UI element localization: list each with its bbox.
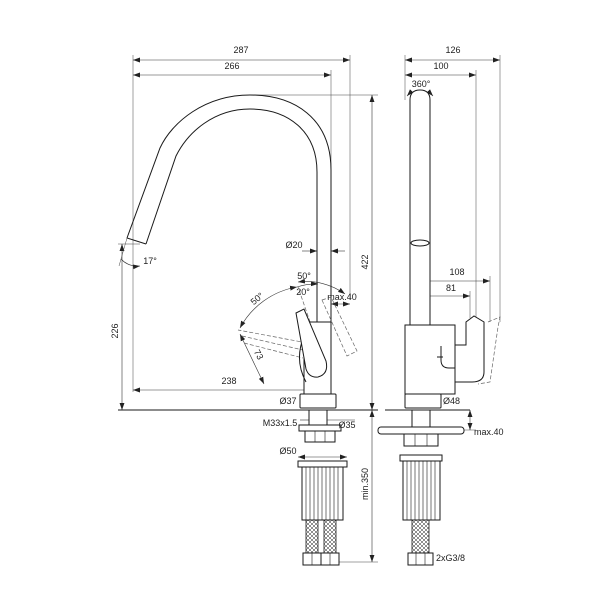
front-mounting-plate: [377, 426, 465, 435]
angle-20-label: 20°: [296, 287, 310, 297]
front-handle-lever: [454, 315, 485, 383]
front-threaded-sleeve: [402, 460, 441, 521]
dim-81-label: 81: [446, 283, 456, 293]
arc-50-degrees-top: [297, 278, 346, 295]
front-shank: [411, 409, 431, 428]
front-mixer-body: [404, 324, 456, 395]
arc-17-degrees: [120, 258, 141, 270]
front-labels: 126 100 360° 108 81 Ø48 max.40 2xG3/8: [412, 45, 504, 563]
side-spout: [126, 94, 332, 322]
front-supply-hose: [411, 519, 430, 554]
dim-d48-label: Ø48: [443, 396, 460, 406]
dim-d37-label: Ø37: [279, 396, 296, 406]
max-40-front-label: max.40: [474, 427, 504, 437]
dim-126-label: 126: [445, 45, 460, 55]
handle-position-lowered-upper: [241, 335, 304, 351]
handle-position-lowered-lower: [243, 342, 304, 359]
front-hose-nut: [407, 552, 434, 566]
supply-hose-left: [305, 519, 319, 554]
dim-d35-label: Ø35: [338, 420, 355, 430]
min-350-label: min.350: [360, 468, 370, 500]
fixing-nut: [304, 430, 336, 443]
spout-outer-edge: [126, 94, 332, 322]
dim-226-label: 226: [110, 323, 120, 338]
hose-thread-label: 2xG3/8: [436, 553, 465, 563]
front-fixing-set: [377, 409, 465, 566]
supply-hose-right: [323, 519, 337, 554]
angle-50-top-label: 50°: [297, 271, 311, 281]
dim-100-label: 100: [433, 61, 448, 71]
max-40-side-label: max.40: [327, 292, 357, 302]
front-view: 126 100 360° 108 81 Ø48 max.40 2xG3/8: [377, 45, 504, 566]
front-handle-open-position: [477, 316, 501, 385]
spout-outlet-face: [126, 237, 147, 245]
front-support-plate: [399, 454, 443, 462]
angle-360-label: 360°: [412, 79, 431, 89]
side-fixing-set: [297, 409, 348, 566]
front-base-flange: [404, 393, 442, 409]
side-dimension-lines: [118, 57, 375, 562]
dim-238-label: 238: [221, 376, 236, 386]
dim-line-73: [239, 333, 265, 385]
handle-position-back: [321, 296, 358, 357]
body-cut-detail: [440, 346, 455, 369]
side-view: 287 266 Ø20 17° 50° 20° max.40 50° 422 2…: [110, 45, 378, 566]
angle-17-label: 17°: [143, 256, 157, 266]
dim-266-label: 266: [224, 61, 239, 71]
support-plate: [297, 460, 348, 468]
side-extension-lines: [118, 55, 378, 563]
dim-108-label: 108: [449, 267, 464, 277]
handle-lever: [295, 308, 328, 378]
dim-d50-label: Ø50: [279, 446, 296, 456]
threaded-sleeve: [301, 466, 344, 521]
arc-50-degrees-side: [239, 285, 298, 329]
angle-50-side-label: 50°: [249, 290, 266, 307]
side-body: [295, 308, 337, 409]
front-spout: [409, 89, 431, 325]
front-fixing-nut: [403, 433, 439, 447]
front-spout-body: [404, 89, 501, 409]
ext-spout-tip-angle: [118, 237, 128, 267]
thread-m33-label: M33x1.5: [263, 418, 298, 428]
dim-d20-label: Ø20: [285, 240, 302, 250]
base-flange: [299, 393, 337, 409]
dim-422-label: 422: [360, 254, 370, 269]
side-labels: 287 266 Ø20 17° 50° 20° max.40 50° 422 2…: [110, 45, 370, 500]
aerator: [410, 239, 430, 247]
shank: [308, 409, 328, 426]
spout-inner-edge: [145, 108, 318, 322]
handle-position-20-line: [297, 286, 319, 346]
dim-287-label: 287: [233, 45, 248, 55]
dim-73-label: 73: [252, 348, 266, 362]
horseshoe-washer: [298, 424, 342, 432]
